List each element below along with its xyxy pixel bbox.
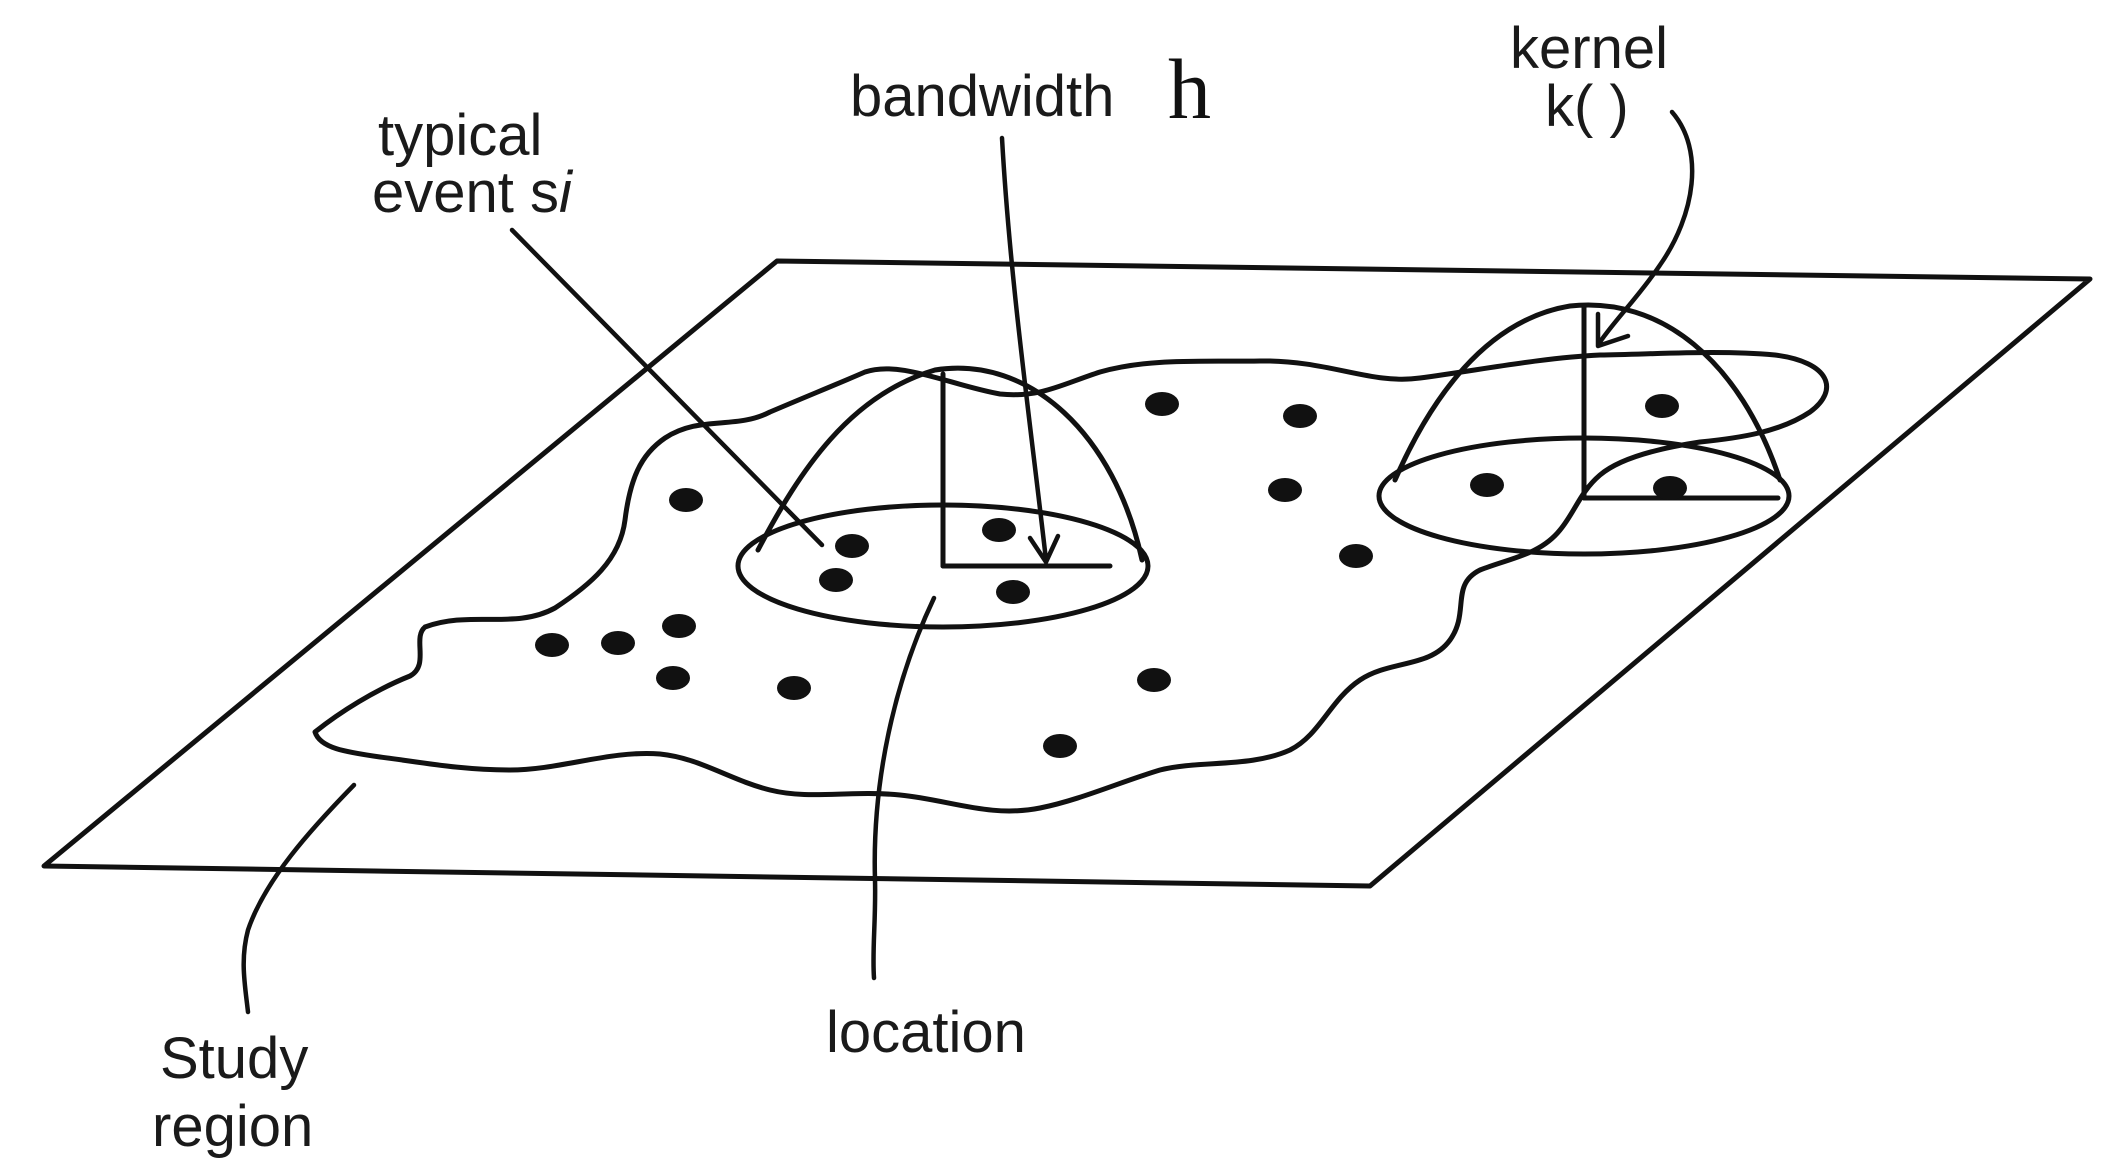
bandwidth-arrowhead (1027, 533, 1061, 565)
event-point (662, 614, 696, 638)
kernel-label-line1: kernel (1510, 16, 1668, 81)
kernel-leader-line (1597, 109, 1695, 345)
event-point (1645, 394, 1679, 418)
study-region-leader-line (241, 782, 357, 1015)
event-point (1145, 392, 1179, 416)
event-point (996, 580, 1030, 604)
event-point (1137, 668, 1171, 692)
event-point (1653, 476, 1687, 500)
event-point (1043, 734, 1077, 758)
event-point (1470, 473, 1504, 497)
bandwidth-leader-line (999, 135, 1049, 563)
typical-event-subscript: i (559, 160, 574, 225)
study-region-label-line1: Study (160, 1026, 308, 1091)
study-region-outline (312, 350, 1829, 814)
bandwidth-label: bandwidth (850, 64, 1114, 129)
event-point (777, 676, 811, 700)
event-point (1283, 404, 1317, 428)
bandwidth-symbol: h (1168, 41, 1211, 137)
event-point (656, 666, 690, 690)
typical-event-label-line2: event si (372, 160, 574, 225)
event-point (1268, 478, 1302, 502)
location-leader-line (871, 595, 937, 981)
event-points (535, 392, 1687, 758)
event-point (835, 534, 869, 558)
kernel-label-line2: k( ) (1545, 74, 1629, 139)
event-point (669, 488, 703, 512)
event-point (982, 518, 1016, 542)
event-point (819, 568, 853, 592)
study-region-label-line2: region (152, 1094, 313, 1159)
right-kernel-dome (1392, 302, 1783, 483)
typical-event-leader-line (509, 227, 825, 548)
kernel-arrowhead (1595, 311, 1631, 349)
event-point (1339, 544, 1373, 568)
event-point (535, 633, 569, 657)
location-label: location (826, 1000, 1026, 1065)
typical-event-label-line1: typical (378, 103, 542, 168)
event-point (601, 631, 635, 655)
left-kernel-dome (755, 365, 1145, 563)
